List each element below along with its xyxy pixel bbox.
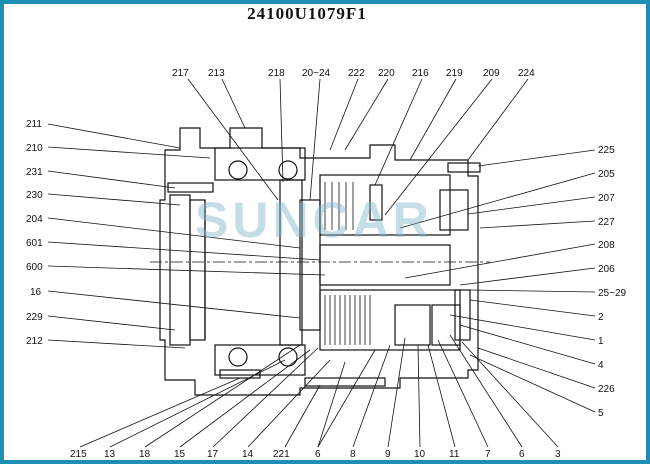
callout-label: 224 <box>518 68 535 79</box>
callout-label: 218 <box>268 68 285 79</box>
callout-label: 14 <box>242 449 254 460</box>
callout-label: 3 <box>555 449 561 460</box>
callouts-top: 217 213 218 20~24 222 220 216 219 209 22… <box>172 68 535 79</box>
callout-label: 600 <box>26 262 43 273</box>
callout-label: 16 <box>30 287 42 298</box>
callout-label: 215 <box>70 449 87 460</box>
gearbox-cross-section <box>150 127 490 396</box>
callout-label: 17 <box>207 449 219 460</box>
callout-label: 213 <box>208 68 225 79</box>
callout-label: 226 <box>598 384 615 395</box>
callout-label: 229 <box>26 312 43 323</box>
callout-label: 220 <box>378 68 395 79</box>
callout-label: 219 <box>446 68 463 79</box>
callouts-right: 225 205 207 227 208 206 25~29 2 1 4 226 … <box>598 145 627 419</box>
callout-label: 212 <box>26 336 43 347</box>
callout-label: 231 <box>26 167 43 178</box>
callout-label: 205 <box>598 169 615 180</box>
callout-label: 227 <box>598 217 615 228</box>
callout-label: 210 <box>26 143 43 154</box>
callout-label: 2 <box>598 312 604 323</box>
callout-label: 9 <box>385 449 391 460</box>
part-number-title: 24100U1079F1 <box>247 4 367 23</box>
callout-label: 211 <box>26 119 42 130</box>
callout-label: 20~24 <box>302 68 331 79</box>
callout-label: 217 <box>172 68 189 79</box>
callout-label: 25~29 <box>598 288 627 299</box>
callouts-left: 211 210 231 230 204 601 600 16 229 212 <box>26 119 43 347</box>
leader-lines <box>47 78 596 448</box>
callout-label: 7 <box>485 449 491 460</box>
callout-label: 221 <box>273 449 290 460</box>
callout-label: 230 <box>26 190 43 201</box>
callout-label: 5 <box>598 408 604 419</box>
callout-label: 206 <box>598 264 615 275</box>
callout-label: 225 <box>598 145 615 156</box>
watermark: SUNCAR <box>195 192 433 248</box>
callouts-bottom: 215 13 18 15 17 14 221 6 8 9 10 11 7 6 3 <box>70 449 561 460</box>
callout-label: 18 <box>139 449 151 460</box>
callout-label: 6 <box>519 449 525 460</box>
callout-label: 222 <box>348 68 365 79</box>
callout-label: 10 <box>414 449 426 460</box>
callout-label: 601 <box>26 238 43 249</box>
callout-label: 1 <box>598 336 604 347</box>
callout-label: 209 <box>483 68 500 79</box>
callout-label: 6 <box>315 449 321 460</box>
callout-label: 204 <box>26 214 43 225</box>
callout-label: 216 <box>412 68 429 79</box>
callout-label: 11 <box>449 449 460 460</box>
callout-label: 4 <box>598 360 604 371</box>
callout-label: 15 <box>174 449 186 460</box>
callout-label: 208 <box>598 240 615 251</box>
callout-label: 207 <box>598 193 615 204</box>
callout-label: 13 <box>104 449 116 460</box>
callout-label: 8 <box>350 449 356 460</box>
